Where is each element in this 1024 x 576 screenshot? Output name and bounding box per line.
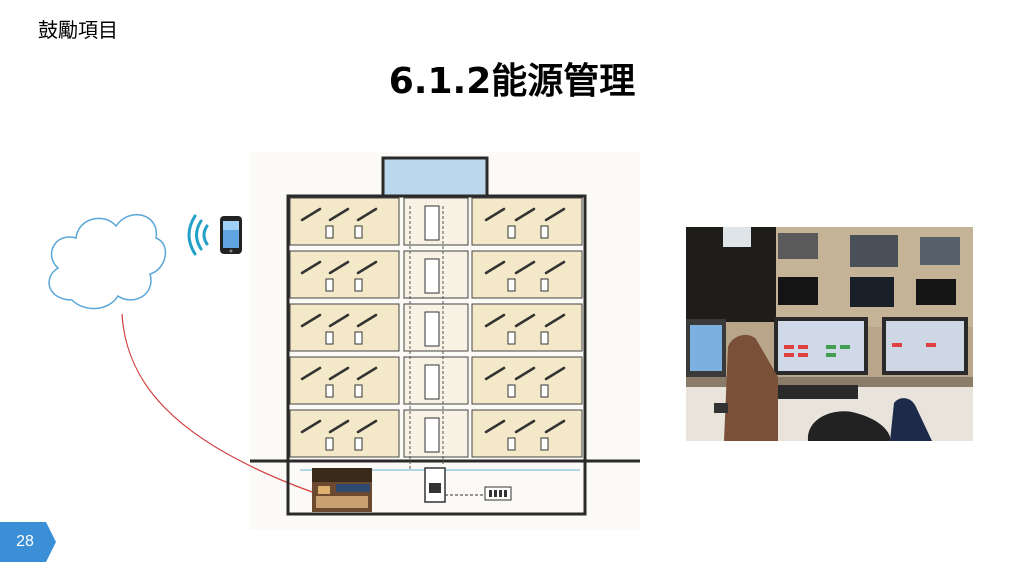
page-number-tab bbox=[0, 522, 56, 562]
ceiling-lights bbox=[300, 207, 566, 434]
section-label: 鼓勵項目 bbox=[38, 18, 118, 42]
riser-wiring bbox=[409, 206, 444, 470]
monitoring-room-photo bbox=[686, 227, 973, 441]
page-number: 28 bbox=[16, 533, 34, 550]
riser-control-panels bbox=[424, 205, 440, 453]
smartphone-icon bbox=[220, 216, 242, 254]
cloud-icon bbox=[48, 214, 167, 310]
signal-line bbox=[121, 313, 313, 493]
slide-title: 6.1.2能源管理 bbox=[388, 61, 636, 102]
basement-equipment bbox=[300, 467, 580, 503]
roof-structure bbox=[381, 156, 489, 198]
building-frame bbox=[286, 194, 587, 516]
wifi-signal-icon bbox=[187, 214, 209, 256]
control-room-thumbnail bbox=[312, 468, 372, 512]
floor-5 bbox=[289, 409, 583, 458]
battery-rack bbox=[484, 486, 512, 501]
room-sensors bbox=[325, 225, 549, 451]
